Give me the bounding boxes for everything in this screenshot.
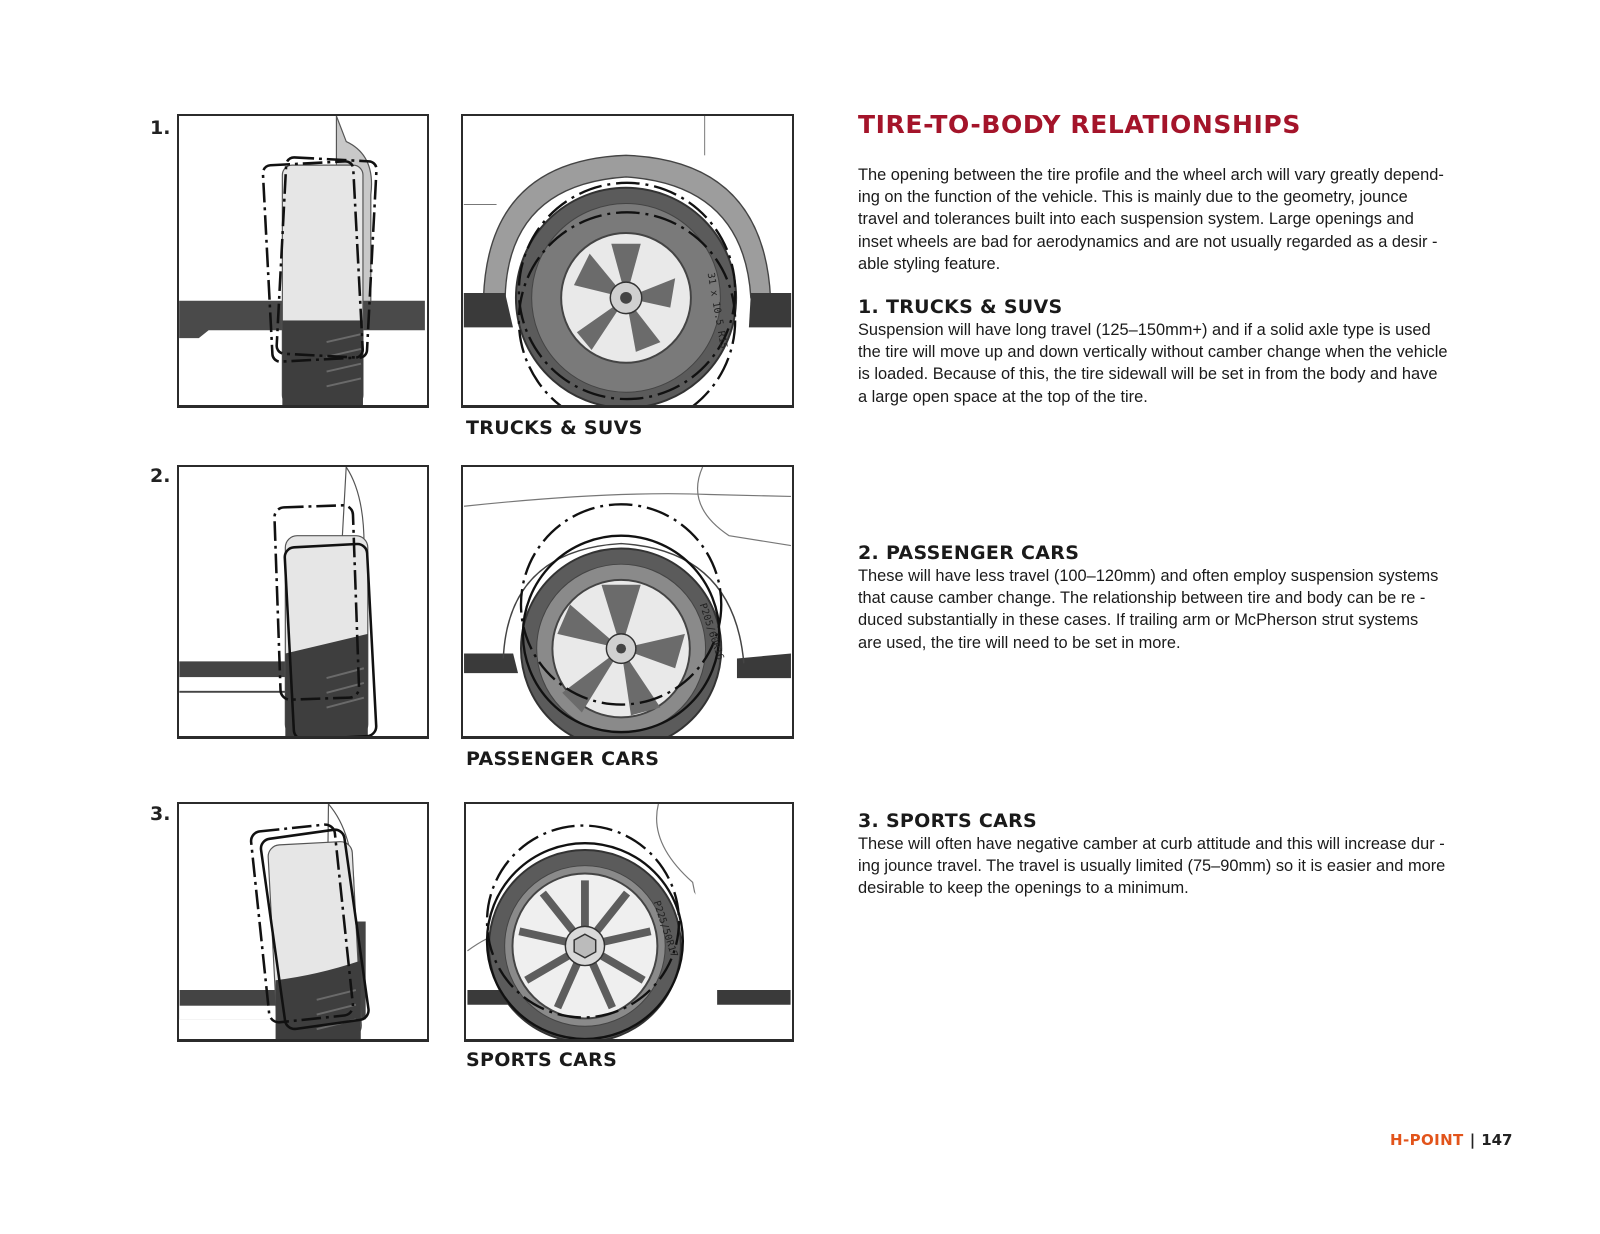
caption-sports-cars: SPORTS CARS bbox=[466, 1049, 618, 1071]
page-number: 147 bbox=[1481, 1131, 1513, 1149]
paragraph-line: the tire will move up and down verticall… bbox=[858, 343, 1448, 362]
row-number-2: 2. bbox=[150, 465, 171, 487]
footer-brand: H-POINT bbox=[1390, 1131, 1464, 1149]
passenger-car-wheel-illustration: P205/60R16 bbox=[461, 465, 794, 739]
paragraph-line: a large open space at the top of the tir… bbox=[858, 387, 1148, 406]
footer-separator: | bbox=[1469, 1131, 1476, 1149]
paragraph-line: is loaded. Because of this, the tire sid… bbox=[858, 365, 1438, 384]
intro-line: inset wheels are bad for aerodynamics an… bbox=[858, 232, 1438, 251]
page-title: TIRE-TO-BODY RELATIONSHIPS bbox=[858, 110, 1301, 139]
truck-side-view-illustration bbox=[177, 114, 429, 408]
section-heading-sports-cars: 3. SPORTS CARS bbox=[858, 810, 1038, 832]
row-number-3: 3. bbox=[150, 803, 171, 825]
section-heading-passenger-cars: 2. PASSENGER CARS bbox=[858, 542, 1080, 564]
section-paragraph-sports-cars: These will often have negative camber at… bbox=[858, 833, 1493, 900]
paragraph-line: ing jounce travel. The travel is usually… bbox=[858, 857, 1446, 876]
truck-wheel-illustration: 31 x 10.5 R15 bbox=[461, 114, 794, 408]
section-paragraph-trucks: Suspension will have long travel (125–15… bbox=[858, 319, 1493, 408]
intro-line: able styling feature. bbox=[858, 254, 1001, 273]
intro-line: The opening between the tire profile and… bbox=[858, 166, 1444, 184]
sports-car-wheel-illustration: P225/50R17 bbox=[464, 802, 794, 1042]
intro-paragraph: The opening between the tire profile and… bbox=[858, 164, 1493, 275]
caption-passenger-cars: PASSENGER CARS bbox=[466, 748, 660, 770]
section-heading-trucks: 1. TRUCKS & SUVS bbox=[858, 296, 1063, 318]
paragraph-line: duced substantially in these cases. If t… bbox=[858, 611, 1419, 630]
intro-line: travel and tolerances built into each su… bbox=[858, 210, 1414, 229]
section-paragraph-passenger-cars: These will have less travel (100–120mm) … bbox=[858, 565, 1493, 654]
paragraph-line: Suspension will have long travel (125–15… bbox=[858, 321, 1431, 339]
caption-trucks: TRUCKS & SUVS bbox=[466, 417, 643, 439]
sports-car-side-view-illustration bbox=[177, 802, 429, 1042]
page-footer: H-POINT | 147 bbox=[1390, 1131, 1513, 1149]
paragraph-line: These will have less travel (100–120mm) … bbox=[858, 567, 1439, 585]
paragraph-line: These will often have negative camber at… bbox=[858, 835, 1445, 853]
intro-line: ing on the function of the vehicle. This… bbox=[858, 188, 1408, 207]
row-number-1: 1. bbox=[150, 117, 171, 139]
passenger-car-side-view-illustration bbox=[177, 465, 429, 739]
paragraph-line: are used, the tire will need to be set i… bbox=[858, 633, 1181, 652]
paragraph-line: that cause camber change. The relationsh… bbox=[858, 589, 1426, 608]
paragraph-line: desirable to keep the openings to a mini… bbox=[858, 879, 1189, 898]
